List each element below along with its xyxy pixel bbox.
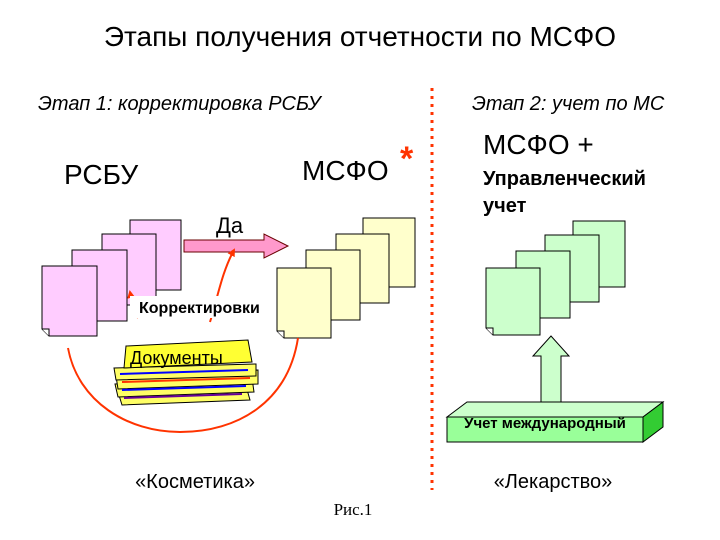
- msfo-label: МСФО: [302, 155, 389, 186]
- management-label: Управленческий: [483, 168, 646, 190]
- stage2-label: Этап 2: учет по МС: [472, 93, 665, 115]
- diagram-title: Этапы получения отчетности по МСФО: [104, 21, 616, 52]
- stage1-label: Этап 1: корректировка РСБУ: [38, 93, 323, 115]
- yes-arrow: [183, 233, 290, 259]
- medicine-caption: «Лекарство»: [494, 471, 613, 493]
- asterisk-mark: *: [400, 140, 414, 178]
- document-page-icon: [485, 267, 541, 336]
- cosmetics-caption: «Косметика»: [135, 471, 255, 493]
- rsbu-page-stack: [41, 219, 182, 337]
- document-page-icon: [276, 267, 332, 339]
- documents-pile: [113, 339, 259, 406]
- upward-arrow: [531, 335, 571, 403]
- yes-label: Да: [216, 213, 244, 238]
- msfo-plus-label: МСФО +: [483, 129, 594, 160]
- accounting-label: учет: [483, 195, 527, 217]
- cosmetics-curve: [67, 337, 299, 434]
- rsbu-label: РСБУ: [64, 159, 138, 190]
- platform-label: Учет международный: [464, 415, 626, 432]
- document-page-icon: [42, 328, 50, 336]
- figure-caption: Рис.1: [334, 500, 373, 519]
- documents-label: Документы: [130, 348, 223, 368]
- msfo-page-stack: [276, 217, 416, 339]
- document-page-icon: [277, 330, 285, 338]
- corrections-label: Корректировки: [139, 300, 260, 317]
- international-accounting-platform: [445, 401, 665, 443]
- management-page-stack: [485, 220, 626, 336]
- document-page-icon: [41, 265, 98, 337]
- corrections-label-bg: [130, 296, 276, 318]
- document-page-icon: [486, 327, 494, 335]
